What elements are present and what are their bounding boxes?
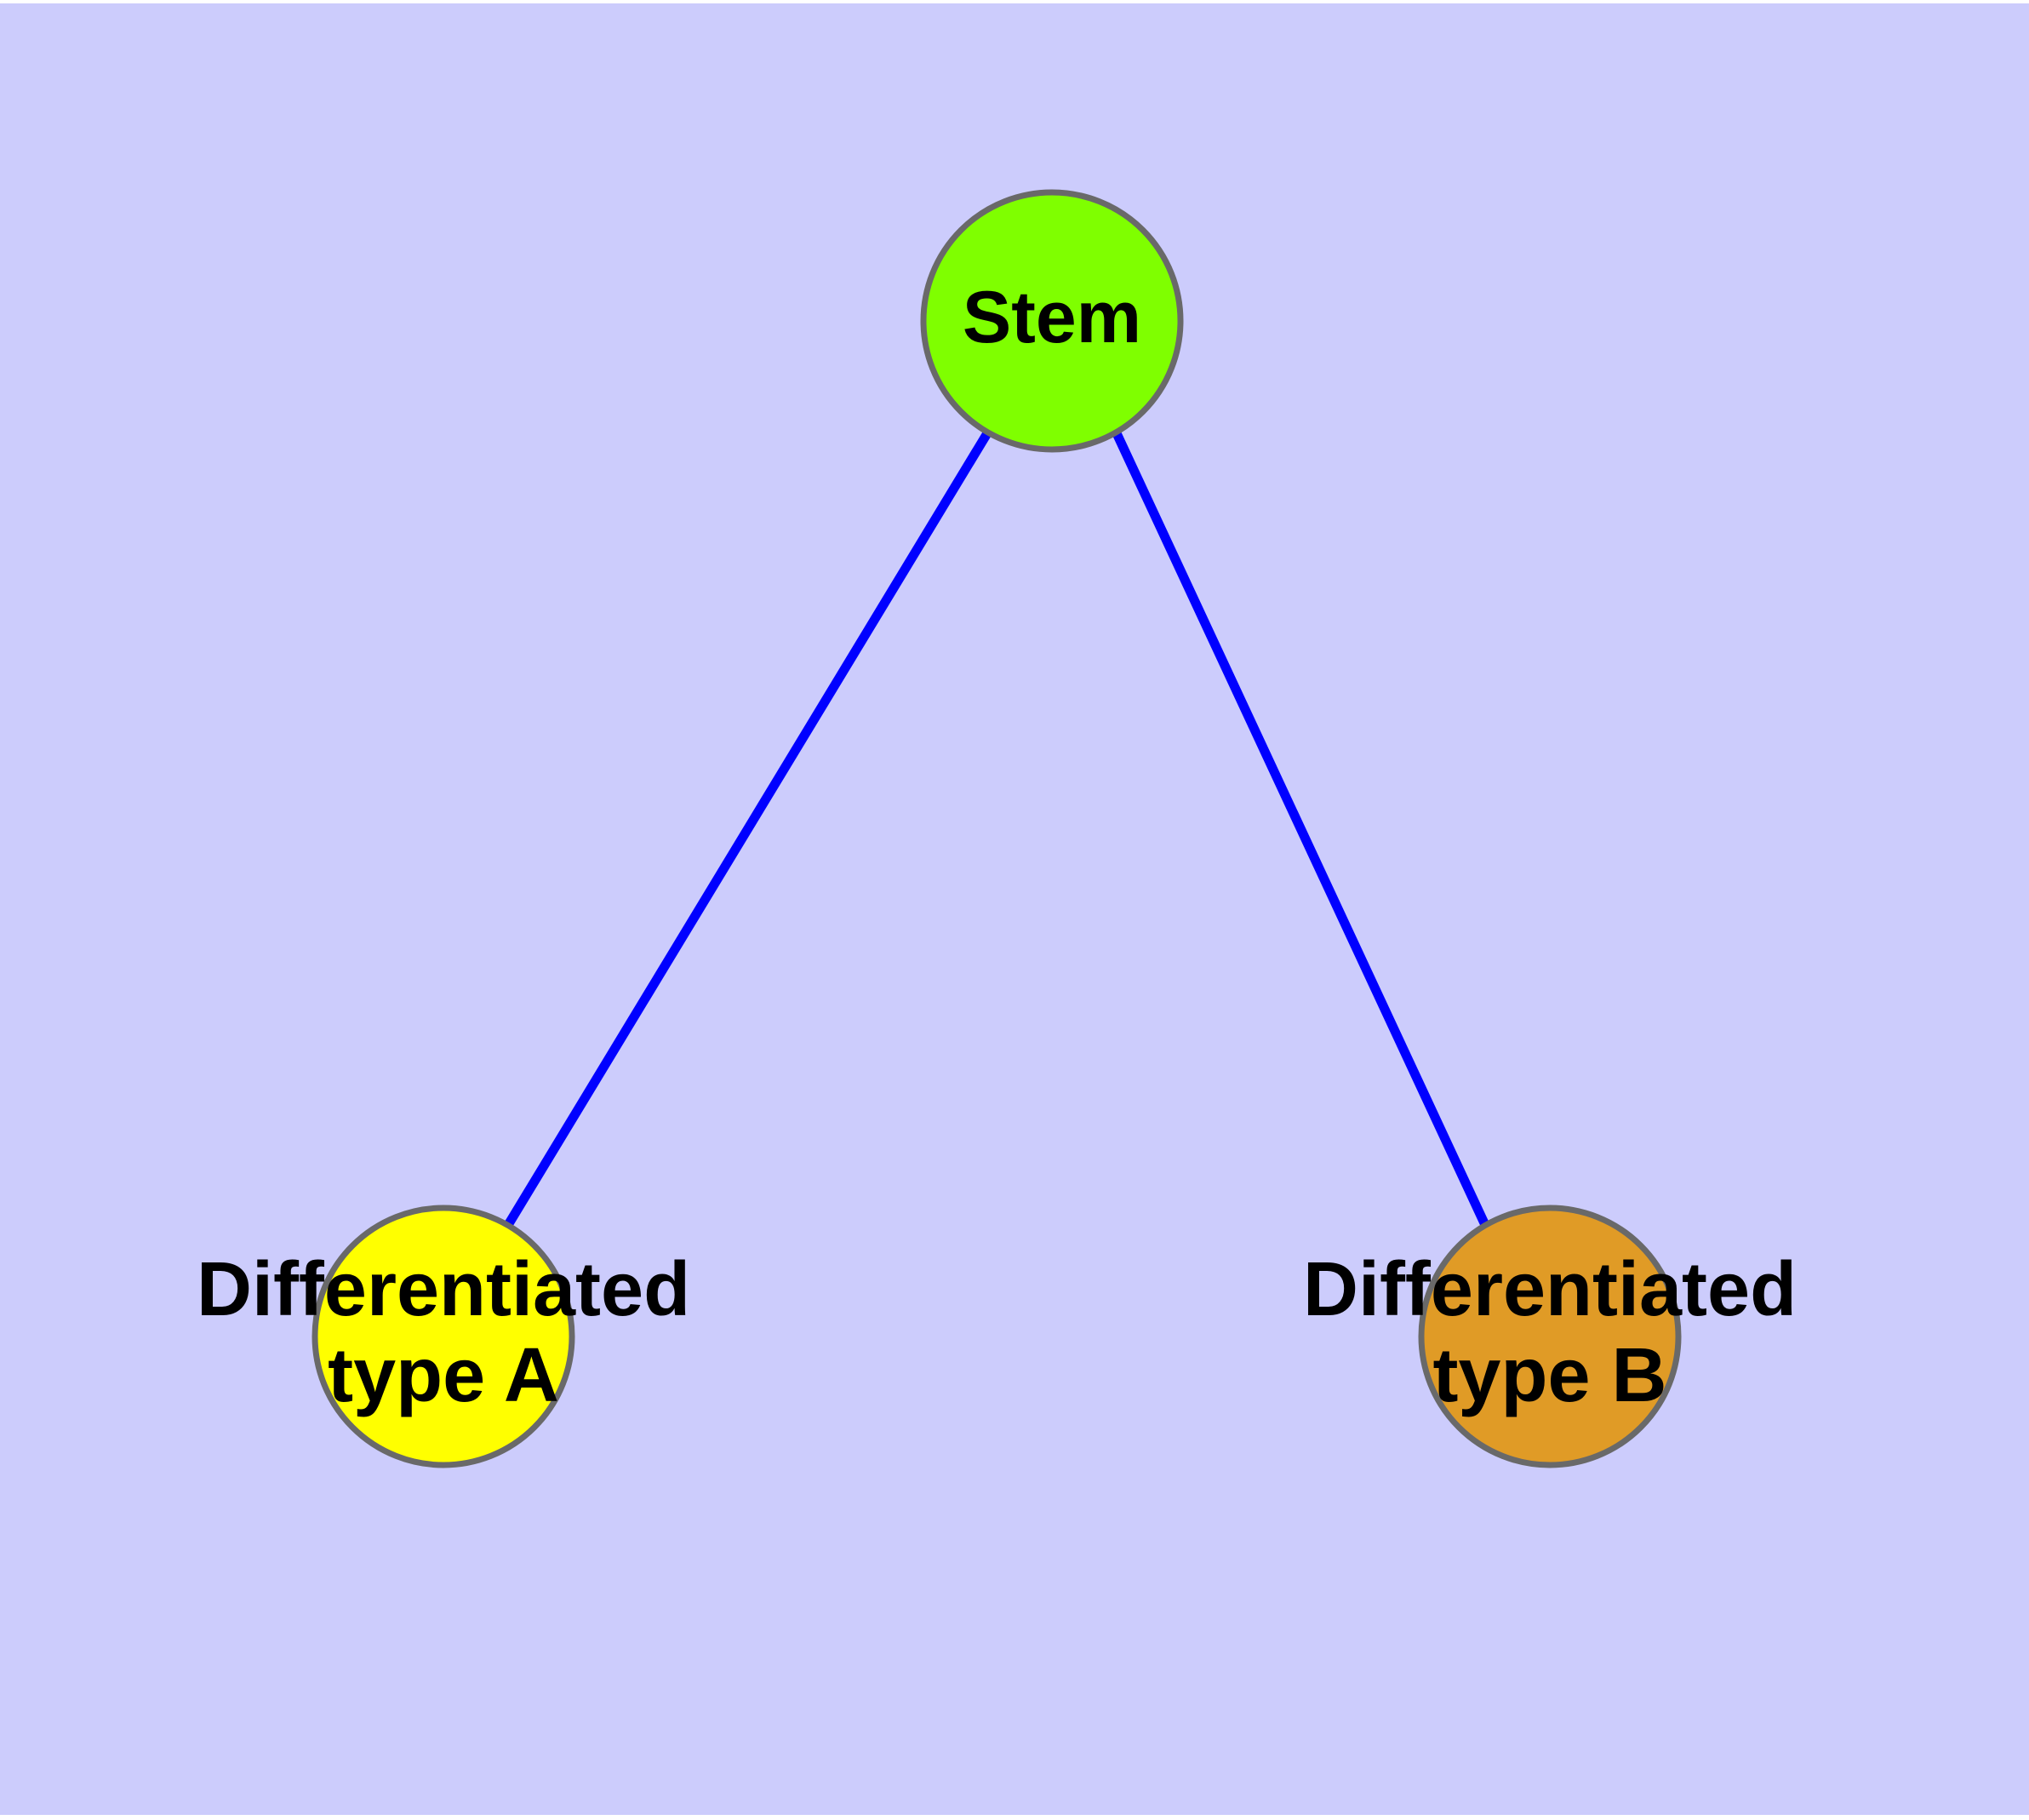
- graph-edge-stem-to-a[interactable]: [504, 431, 992, 1228]
- graph-svg: [311, 189, 1682, 1468]
- graph-node-diff-b[interactable]: [1418, 1205, 1682, 1468]
- node-layer: [311, 189, 1682, 1468]
- edge-layer: [504, 431, 1489, 1228]
- graph-node-diff-a[interactable]: [311, 1205, 575, 1468]
- graph-edge-stem-to-b[interactable]: [1112, 431, 1489, 1228]
- graph-background: [0, 3, 2029, 1815]
- graph-node-stem[interactable]: [920, 189, 1184, 453]
